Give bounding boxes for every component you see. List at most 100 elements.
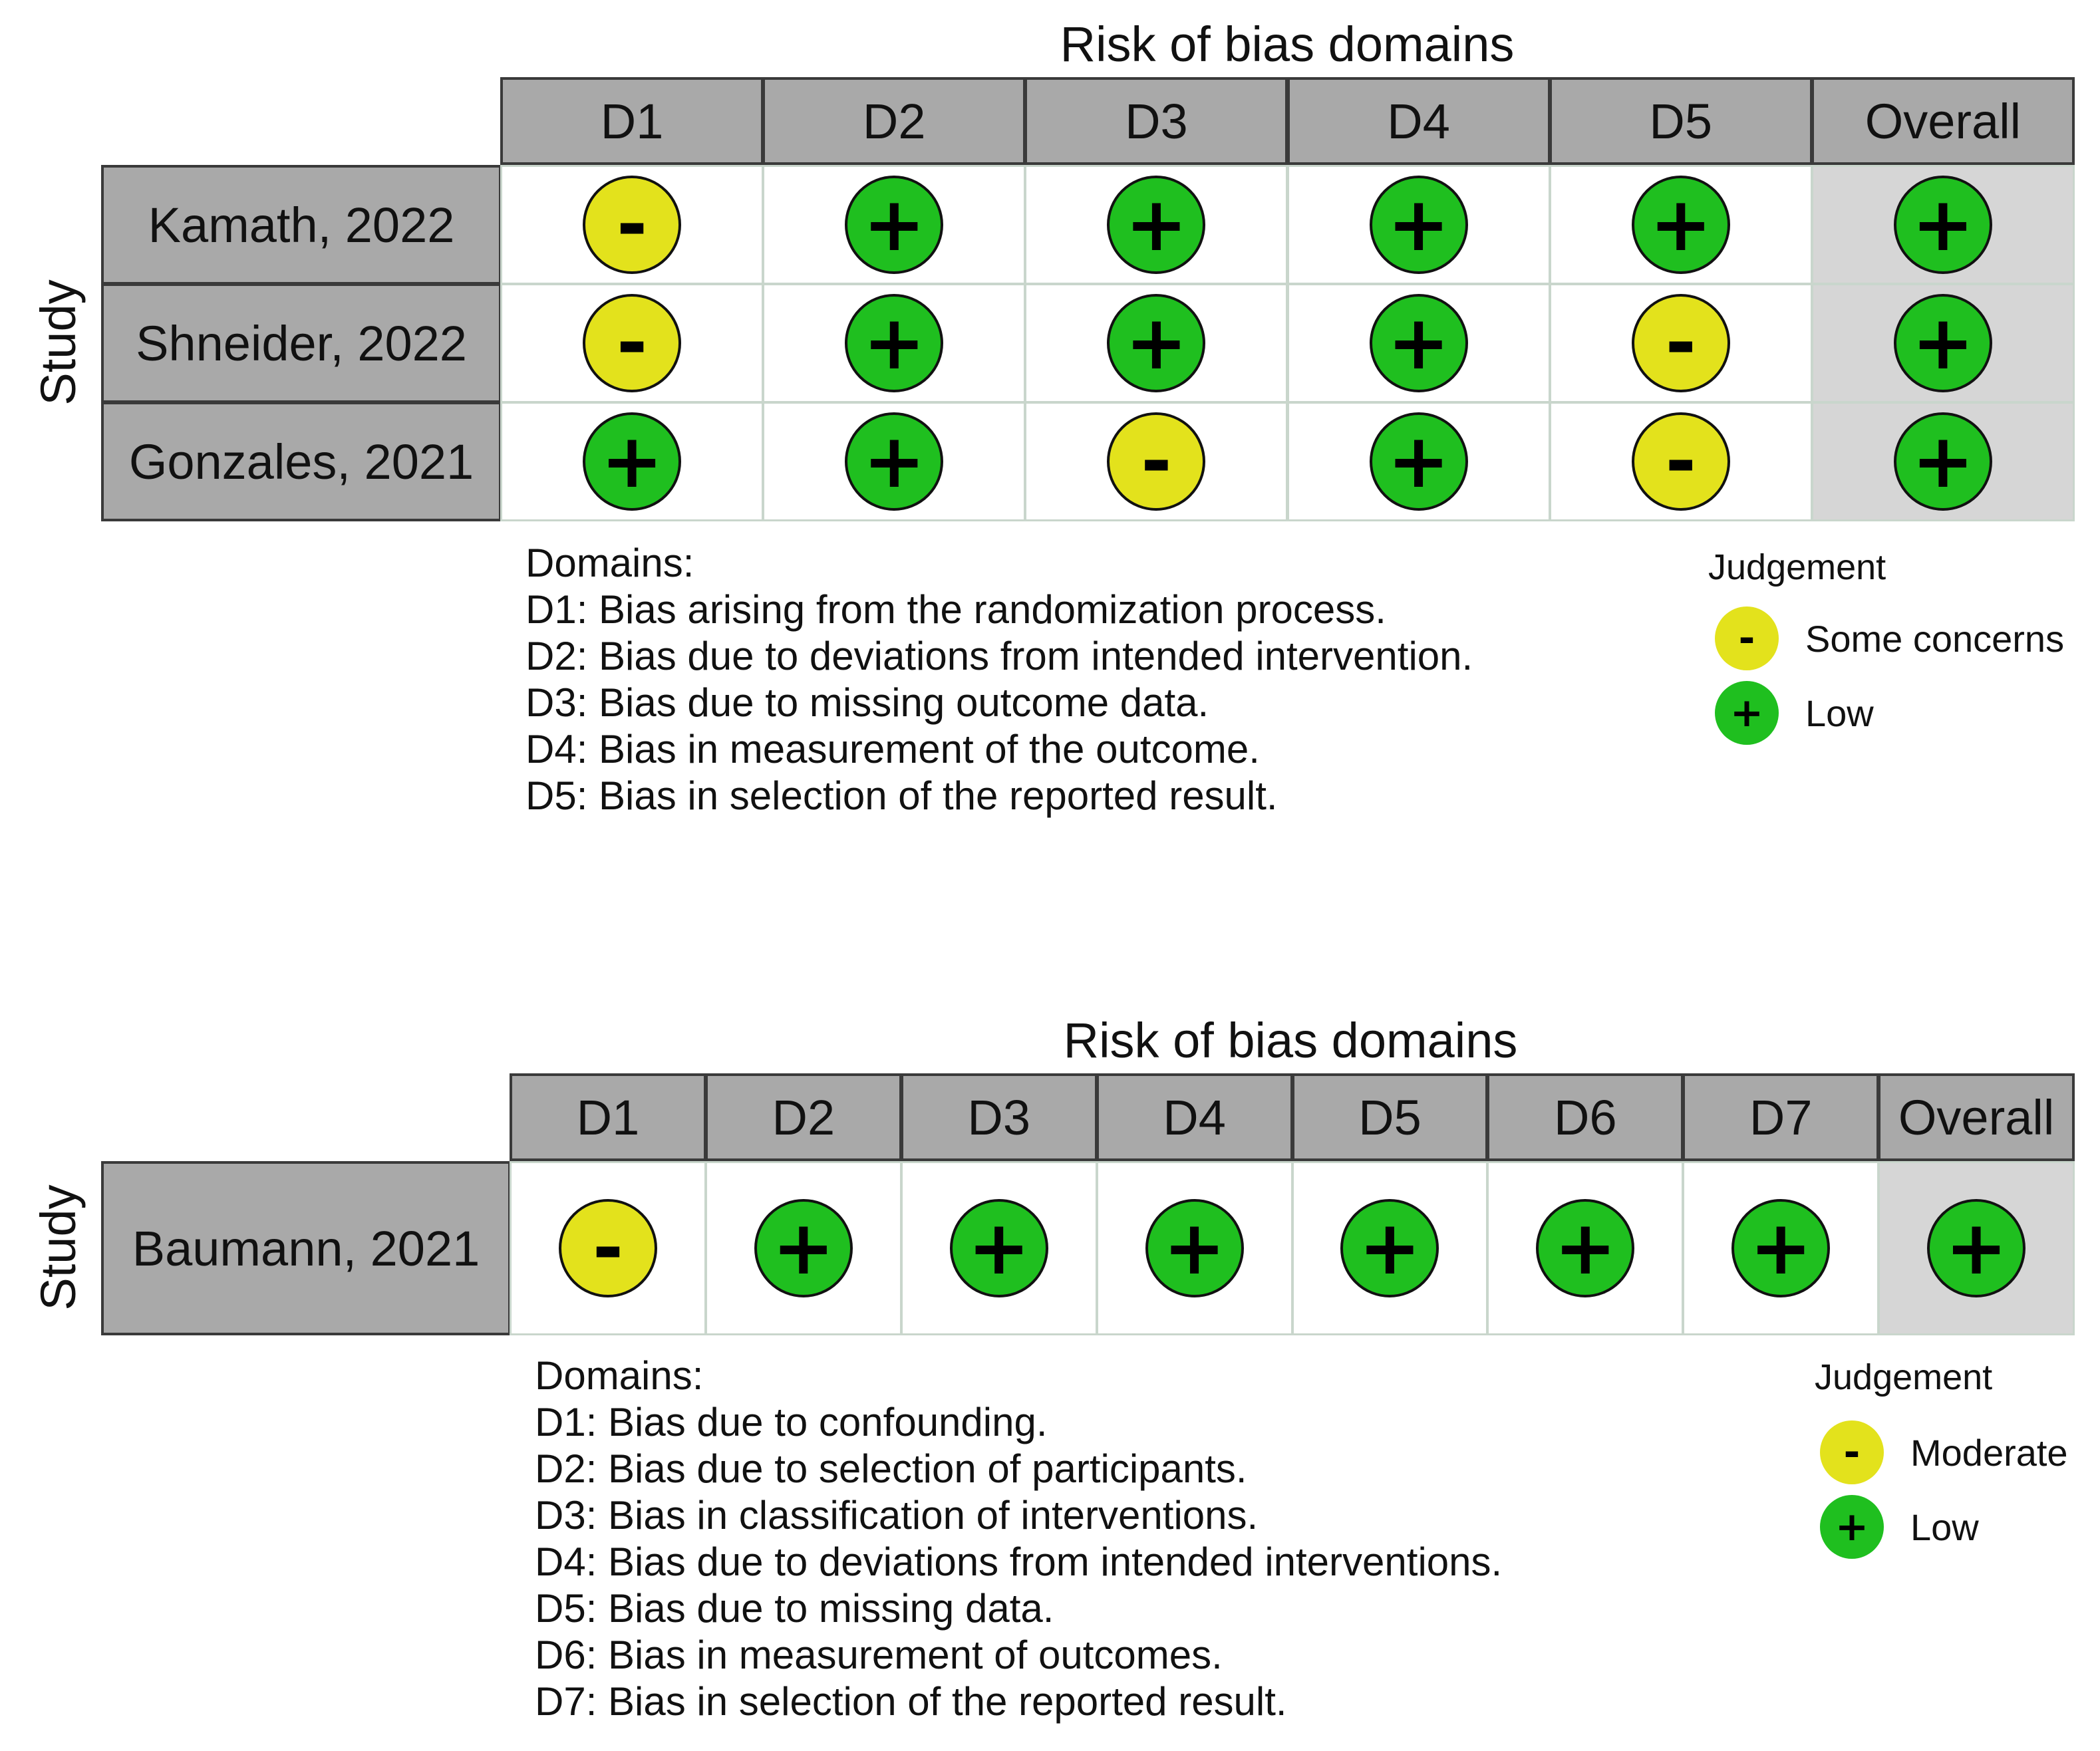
judgement-cell: + — [1024, 165, 1288, 285]
column-header-d6: D6 — [1487, 1073, 1684, 1161]
domain-description: D5: Bias in selection of the reported re… — [525, 773, 1278, 818]
column-header-d3: D3 — [900, 1073, 1098, 1161]
column-header-d1: D1 — [510, 1073, 706, 1161]
low-risk-plus-icon: + — [1631, 176, 1730, 274]
domain-description: D2: Bias due to selection of participant… — [535, 1446, 1247, 1491]
low-risk-plus-icon: + — [1715, 681, 1779, 745]
column-header-d7: D7 — [1682, 1073, 1880, 1161]
column-header-overall: Overall — [1878, 1073, 2075, 1161]
concern-minus-icon: - — [1820, 1420, 1884, 1484]
domain-description: D1: Bias due to confounding. — [535, 1400, 1048, 1444]
concern-minus-icon: - — [583, 294, 682, 392]
low-risk-plus-icon: + — [1893, 176, 1992, 274]
low-risk-plus-icon: + — [1893, 294, 1992, 392]
domain-description: D5: Bias due to missing data. — [535, 1586, 1054, 1631]
judgement-cell: + — [1286, 402, 1551, 521]
judgement-cell: + — [1291, 1161, 1489, 1335]
concern-minus-icon: - — [558, 1199, 657, 1297]
column-header-d2: D2 — [762, 77, 1026, 165]
judgement-cell: + — [1286, 283, 1551, 403]
judgement-legend-title: Judgement — [1815, 1357, 1993, 1397]
judgement-cell: - — [1024, 402, 1288, 521]
low-risk-plus-icon: + — [1369, 294, 1468, 392]
legend-item-concern: -Some concerns — [1715, 606, 2064, 670]
legend-label: Low — [1805, 692, 1874, 734]
judgement-cell: + — [1024, 283, 1288, 403]
domains-legend: Domains:D1: Bias due to confounding.D2: … — [535, 1353, 1502, 1725]
legend-item-low: + Low — [1820, 1495, 1979, 1559]
low-risk-plus-icon: + — [1536, 1199, 1635, 1297]
judgement-cell: + — [1811, 402, 2075, 521]
low-risk-plus-icon: + — [845, 412, 944, 511]
judgement-cell: - — [500, 165, 764, 285]
judgement-cell: + — [900, 1161, 1098, 1335]
domain-description: D1: Bias arising from the randomization … — [525, 587, 1386, 632]
legend-item-concern: -Moderate — [1820, 1420, 2068, 1484]
judgement-cell: + — [1682, 1161, 1880, 1335]
judgement-cell: + — [1096, 1161, 1293, 1335]
low-risk-plus-icon: + — [1893, 412, 1992, 511]
legend-label: Low — [1910, 1506, 1979, 1548]
low-risk-plus-icon: + — [1107, 176, 1206, 274]
judgement-cell: - — [500, 283, 764, 403]
concern-minus-icon: - — [1107, 412, 1206, 511]
low-risk-plus-icon: + — [1107, 294, 1206, 392]
low-risk-plus-icon: + — [583, 412, 682, 511]
column-header-d2: D2 — [704, 1073, 902, 1161]
low-risk-plus-icon: + — [1927, 1199, 2026, 1297]
low-risk-plus-icon: + — [1369, 176, 1468, 274]
y-axis-label: Study — [31, 1184, 86, 1311]
judgement-cell: + — [704, 1161, 902, 1335]
column-header-d1: D1 — [500, 77, 764, 165]
low-risk-plus-icon: + — [845, 176, 944, 274]
column-header-d4: D4 — [1096, 1073, 1293, 1161]
judgement-cell: - — [510, 1161, 706, 1335]
domain-description: D2: Bias due to deviations from intended… — [525, 634, 1473, 678]
concern-minus-icon: - — [1631, 294, 1730, 392]
domain-description: D4: Bias in measurement of the outcome. — [525, 727, 1260, 771]
legend-item-low: + Low — [1715, 681, 1874, 745]
judgement-cell: + — [1549, 165, 1813, 285]
judgement-cell: - — [1549, 402, 1813, 521]
judgement-cell: + — [762, 402, 1026, 521]
concern-minus-icon: - — [1631, 412, 1730, 511]
domain-description: D7: Bias in selection of the reported re… — [535, 1679, 1287, 1724]
concern-minus-icon: - — [583, 176, 682, 274]
low-risk-plus-icon: + — [845, 294, 944, 392]
low-risk-plus-icon: + — [1369, 412, 1468, 511]
judgement-legend-title: Judgement — [1708, 547, 1886, 587]
domain-description: D3: Bias in classification of interventi… — [535, 1493, 1259, 1538]
domains-heading: Domains: — [535, 1353, 704, 1398]
low-risk-plus-icon: + — [1731, 1199, 1831, 1297]
column-header-d3: D3 — [1024, 77, 1288, 165]
legend-label: Moderate — [1910, 1431, 2068, 1474]
study-row-label: Gonzales, 2021 — [101, 402, 502, 521]
low-risk-plus-icon: + — [754, 1199, 853, 1297]
column-header-d5: D5 — [1291, 1073, 1489, 1161]
chart-title: Risk of bias domains — [1063, 1013, 1518, 1068]
chart-title: Risk of bias domains — [1060, 17, 1515, 72]
low-risk-plus-icon: + — [1340, 1199, 1439, 1297]
domain-description: D3: Bias due to missing outcome data. — [525, 680, 1209, 725]
judgement-cell: + — [1286, 165, 1551, 285]
judgement-cell: + — [1487, 1161, 1684, 1335]
column-header-d4: D4 — [1286, 77, 1551, 165]
judgement-cell: + — [1878, 1161, 2075, 1335]
judgement-cell: + — [1811, 283, 2075, 403]
study-row-label: Baumann, 2021 — [101, 1161, 511, 1335]
domains-legend: Domains:D1: Bias arising from the random… — [525, 540, 1473, 819]
domains-heading: Domains: — [525, 541, 694, 585]
low-risk-plus-icon: + — [1820, 1495, 1884, 1559]
column-header-d5: D5 — [1549, 77, 1813, 165]
column-header-overall: Overall — [1811, 77, 2075, 165]
low-risk-plus-icon: + — [949, 1199, 1048, 1297]
low-risk-plus-icon: + — [1145, 1199, 1244, 1297]
study-row-label: Shneider, 2022 — [101, 283, 502, 403]
legend-label: Some concerns — [1805, 617, 2065, 660]
judgement-cell: + — [762, 165, 1026, 285]
judgement-cell: + — [500, 402, 764, 521]
judgement-cell: + — [1811, 165, 2075, 285]
